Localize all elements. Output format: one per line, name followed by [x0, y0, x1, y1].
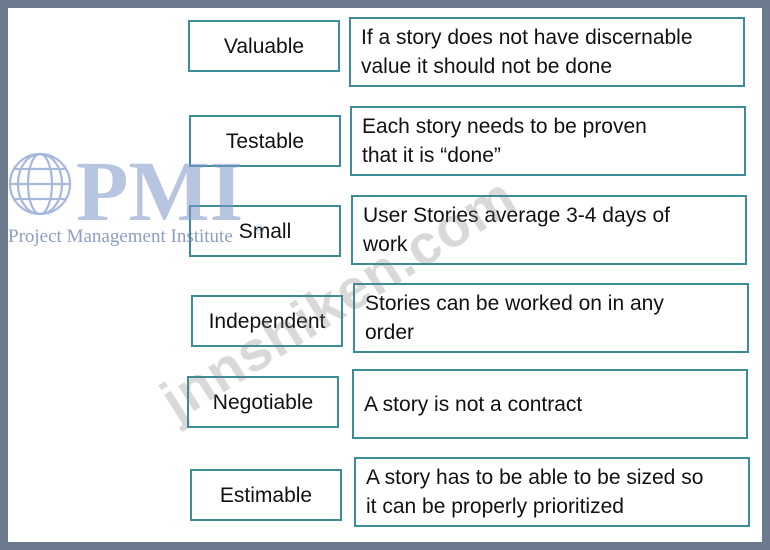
diagram-canvas: Valuable If a story does not have discer… — [8, 8, 762, 542]
description-box-valuable: If a story does not have discernable val… — [349, 17, 745, 87]
term-label: Negotiable — [212, 390, 314, 414]
description-line: work — [363, 233, 408, 256]
description-box-small: User Stories average 3-4 days of work — [351, 195, 747, 265]
registered-mark: ® — [254, 221, 265, 237]
description-line: that it is “done” — [362, 144, 501, 167]
logo-letters: PMI — [76, 148, 243, 239]
term-label: Estimable — [219, 483, 313, 507]
pmi-org-name: Project Management Institute — [8, 226, 233, 247]
description-line: A story is not a contract — [364, 392, 583, 416]
term-box-testable: Testable — [189, 115, 341, 167]
description-line: Each story needs to be proven — [362, 115, 647, 138]
description-line: value it should not be done — [361, 55, 613, 78]
description-line: it can be properly prioritized — [366, 495, 624, 518]
term-label: Testable — [225, 129, 305, 153]
globe-icon — [8, 152, 72, 216]
description-line: User Stories average 3-4 days of — [363, 204, 670, 227]
description-box-testable: Each story needs to be proven that it is… — [350, 106, 746, 176]
description-line: Stories can be worked on in any — [365, 292, 664, 315]
term-label: Small — [238, 219, 292, 243]
term-box-negotiable: Negotiable — [187, 376, 339, 428]
pmi-logo-watermark: PMI ® — [8, 148, 265, 239]
term-box-estimable: Estimable — [190, 469, 342, 521]
description-box-estimable: A story has to be able to be sized so it… — [354, 457, 750, 527]
description-box-independent: Stories can be worked on in any order — [353, 283, 749, 353]
term-box-independent: Independent — [191, 295, 343, 347]
term-label: Valuable — [223, 34, 305, 58]
description-box-negotiable: A story is not a contract — [352, 369, 748, 439]
description-line: A story has to be able to be sized so — [366, 466, 704, 489]
term-label: Independent — [208, 309, 326, 333]
description-line: If a story does not have discernable — [361, 26, 693, 49]
term-box-valuable: Valuable — [188, 20, 340, 72]
term-box-small: Small — [189, 205, 341, 257]
description-line: order — [365, 321, 415, 344]
